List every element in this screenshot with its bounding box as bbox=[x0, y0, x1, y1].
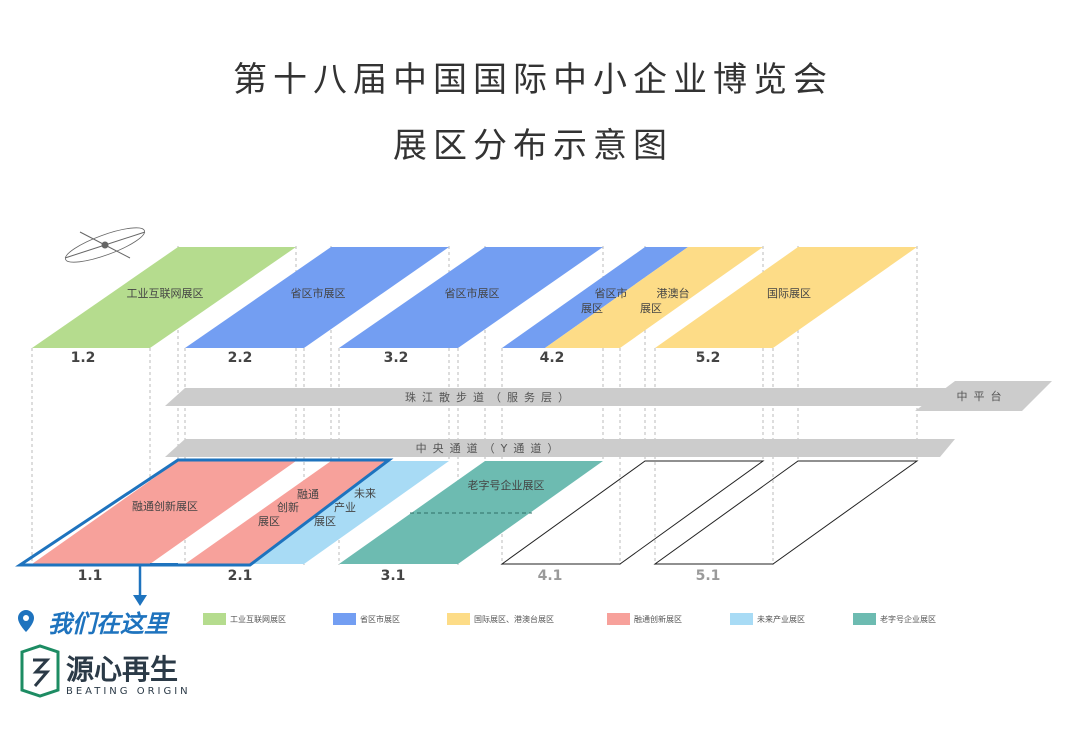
hall-1-1-number: 1.1 bbox=[78, 568, 103, 584]
we-are-here-label: 我们在这里 bbox=[48, 610, 171, 638]
hall-3-1-number: 3.1 bbox=[381, 568, 406, 584]
hall-2-1-zone-label-3: 展区 bbox=[258, 515, 280, 528]
location-pin-icon bbox=[18, 610, 34, 632]
legend-label-integration: 融通创新展区 bbox=[634, 614, 682, 624]
here-highlight-outline bbox=[15, 458, 394, 567]
legend-label-province: 省区市展区 bbox=[360, 614, 400, 624]
hall-2-1-zone-label-5: 产业 bbox=[334, 500, 356, 514]
diagram-title: 第十八届中国国际中小企业博览会 bbox=[233, 60, 833, 100]
hall-2-2-zone[interactable] bbox=[185, 247, 449, 348]
hall-1-1-zone[interactable] bbox=[32, 461, 296, 564]
legend-swatch-integration bbox=[607, 613, 630, 625]
hall-3-1-zone-label: 老字号企业展区 bbox=[468, 478, 545, 492]
legend-swatch-time-honored bbox=[853, 613, 876, 625]
legend-label-international: 国际展区、港澳台展区 bbox=[474, 614, 554, 624]
legend-swatch-future bbox=[730, 613, 753, 625]
hall-5-2-number: 5.2 bbox=[696, 350, 721, 366]
hall-1-2-number: 1.2 bbox=[71, 350, 96, 366]
hall-5-2-zone[interactable] bbox=[655, 247, 917, 348]
hall-2-1-future-zone[interactable] bbox=[250, 461, 449, 564]
hall-4-2-hkmt-zone[interactable] bbox=[545, 247, 763, 348]
hall-4-1-zone[interactable] bbox=[500, 460, 765, 565]
diagram-subtitle: 展区分布示意图 bbox=[393, 126, 673, 166]
service-walkway-label: 珠江散步道（服务层） bbox=[405, 390, 575, 404]
central-channel-band bbox=[165, 439, 955, 457]
hall-3-2-number: 3.2 bbox=[384, 350, 409, 366]
hall-4-2-zone-label-1: 省区市 bbox=[595, 286, 628, 300]
legend-label-future: 未来产业展区 bbox=[757, 614, 805, 624]
hall-3-1-zone[interactable] bbox=[339, 461, 603, 564]
hall-1-2-zone[interactable] bbox=[32, 247, 296, 348]
brand-name: 源心再生 bbox=[66, 653, 178, 686]
hall-2-1-zone-label-4: 未来 bbox=[354, 487, 376, 500]
middle-platform-label: 中平台 bbox=[957, 389, 1008, 403]
hall-4-2-zone-label-4: 展区 bbox=[640, 302, 662, 315]
hall-5-2-zone-label: 国际展区 bbox=[767, 287, 811, 300]
hall-4-2-number: 4.2 bbox=[540, 350, 565, 366]
hall-2-1-number: 2.1 bbox=[228, 568, 253, 584]
brand-subtitle: BEATING ORIGIN bbox=[66, 686, 191, 697]
hall-4-2-zone-label-3: 港澳台 bbox=[657, 286, 690, 300]
brand-logo-icon bbox=[20, 644, 60, 698]
hall-1-1-zone-label: 融通创新展区 bbox=[132, 499, 198, 513]
hall-2-2-zone-label: 省区市展区 bbox=[291, 286, 346, 300]
hall-4-2-zone-label-2: 展区 bbox=[581, 302, 603, 315]
legend-label-industrial: 工业互联网展区 bbox=[230, 614, 286, 624]
legend-label-time-honored: 老字号企业展区 bbox=[880, 614, 936, 624]
hall-2-1-integration-zone[interactable] bbox=[185, 461, 388, 564]
hall-1-2-zone-label: 工业互联网展区 bbox=[127, 287, 204, 300]
hall-5-1-number: 5.1 bbox=[696, 568, 721, 584]
central-channel-label: 中央通道（Y通道） bbox=[416, 441, 565, 455]
hall-2-2-number: 2.2 bbox=[228, 350, 253, 366]
hall-4-1-number: 4.1 bbox=[538, 568, 563, 584]
hall-2-1-zone-label-2: 创新 bbox=[277, 500, 299, 514]
hall-5-1-zone[interactable] bbox=[653, 460, 919, 565]
compass-icon bbox=[64, 227, 146, 263]
hall-4-2-province-zone[interactable] bbox=[502, 247, 688, 348]
hall-3-2-zone-label: 省区市展区 bbox=[445, 286, 500, 300]
legend-swatch-international bbox=[447, 613, 470, 625]
legend-swatch-province bbox=[333, 613, 356, 625]
hall-2-1-zone-label-6: 展区 bbox=[314, 515, 336, 528]
down-arrow-icon bbox=[133, 565, 147, 606]
service-walkway-band bbox=[165, 388, 955, 406]
hall-3-2-zone[interactable] bbox=[339, 247, 603, 348]
hall-2-1-zone-label-1: 融通 bbox=[297, 488, 319, 501]
middle-platform bbox=[915, 381, 1052, 411]
legend: 工业互联网展区 省区市展区 国际展区、港澳台展区 融通创新展区 未来产业展区 老… bbox=[203, 613, 936, 625]
legend-swatch-industrial bbox=[203, 613, 226, 625]
